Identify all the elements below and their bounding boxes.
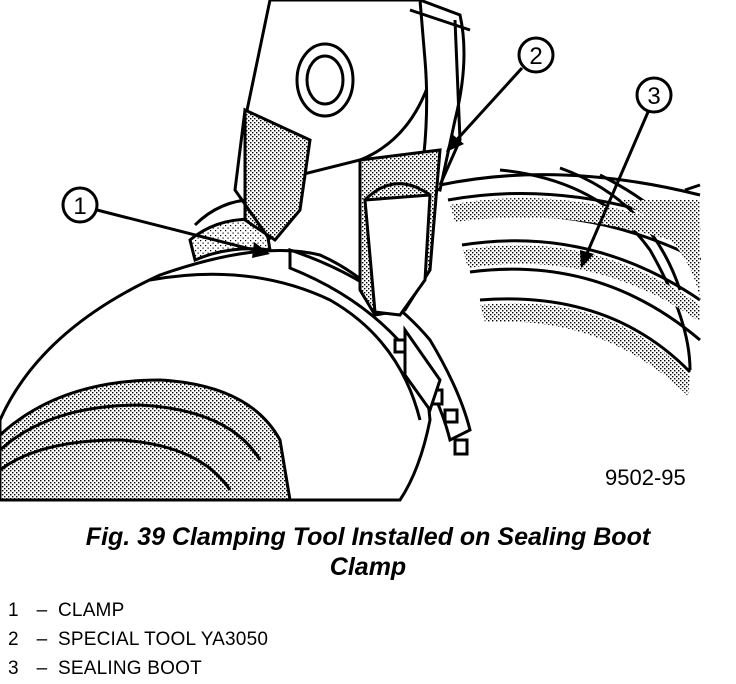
legend-item-dash: – (36, 600, 48, 621)
legend-item: 2–SPECIAL TOOL YA3050 (8, 625, 728, 654)
caption-line-2: Clamp (329, 553, 407, 581)
caption-line-1: Fig. 39 Clamping Tool Installed on Seali… (85, 523, 651, 551)
cv-joint-housing (0, 197, 432, 502)
figure-number: 9502-95 (605, 465, 686, 490)
callout-1-label: 1 (73, 193, 86, 220)
legend-item-number: 3 (8, 658, 19, 679)
legend: 1–CLAMP 2–SPECIAL TOOL YA3050 3–SEALING … (8, 596, 728, 683)
legend-item: 1–CLAMP (8, 596, 728, 625)
legend-item-dash: – (36, 658, 48, 679)
legend-item: 3–SEALING BOOT (8, 654, 728, 683)
callout-3-label: 3 (647, 83, 660, 110)
callout-3: 3 (580, 76, 673, 268)
callout-1: 1 (61, 186, 270, 258)
special-tool (233, 0, 471, 317)
legend-item-dash: – (36, 629, 48, 650)
sealing-boot (430, 166, 702, 480)
legend-item-number: 2 (8, 629, 19, 650)
legend-item-label: SEALING BOOT (58, 658, 202, 679)
legend-item-label: SPECIAL TOOL YA3050 (58, 629, 269, 650)
figure-caption: Fig. 39 Clamping Tool Installed on Seali… (0, 522, 736, 582)
clamping-tool-illustration: 1 2 3 9502-95 (0, 0, 702, 502)
legend-item-number: 1 (8, 600, 19, 621)
callout-2-label: 2 (529, 43, 542, 70)
callout-2: 2 (446, 36, 555, 152)
legend-item-label: CLAMP (58, 600, 125, 621)
